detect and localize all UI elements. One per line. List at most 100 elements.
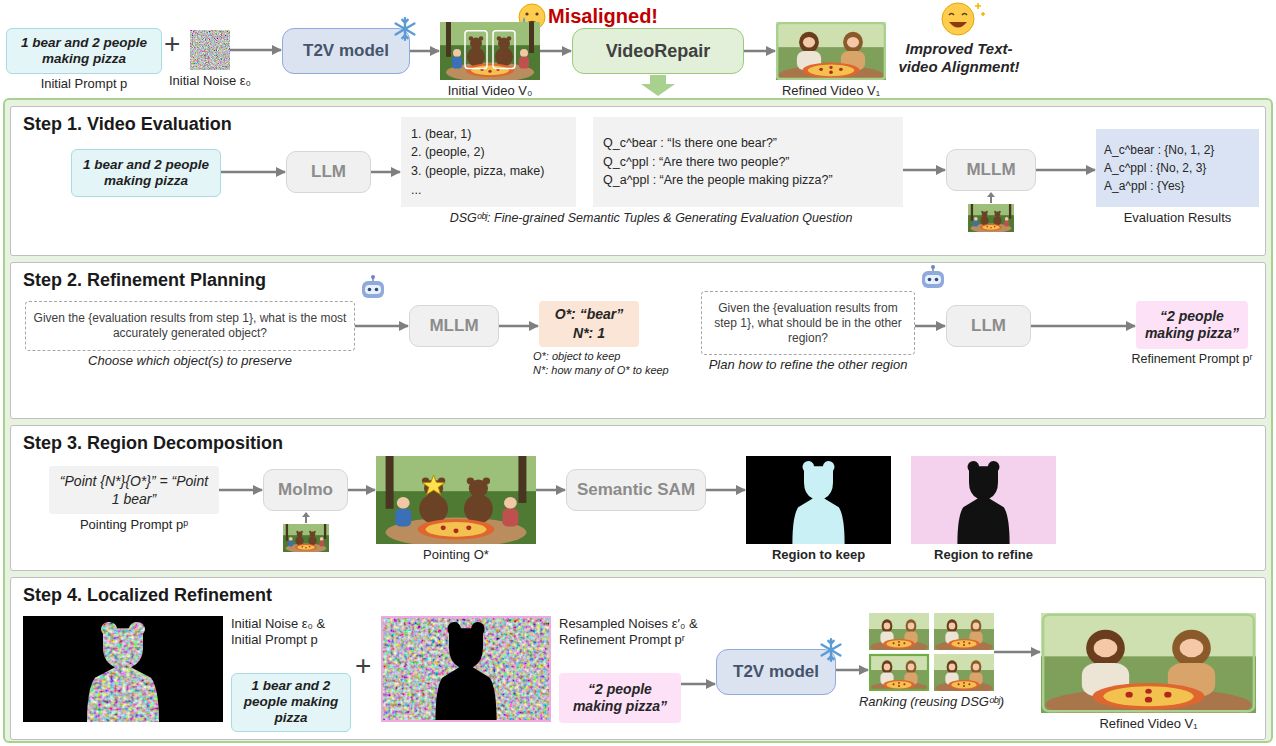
mask-image: Region to keep [746,456,891,544]
caption-group: Initial Noise ε₀ [145,73,275,89]
caption: Region to keep [701,547,936,563]
node-text: T2V model [303,41,389,61]
node-text: ... [411,181,566,200]
caption-group: Refinement Prompt pʳ [1091,352,1276,368]
arrow-connector [915,325,945,328]
model-box: MLLM [946,149,1036,191]
arrow-connector [230,49,281,52]
label-slot: DSGᵒᵇʲ: Fine-grained Semantic Tuples & G… [400,211,902,225]
caption: Plan how to refine the other region [657,357,959,373]
caption-group: Choose which object(s) to preserve [0,353,399,369]
node-text: VideoRepair [606,41,711,62]
step-panel: Step 1. Video Evaluation1 bear and 2 peo… [10,106,1266,256]
caption-group: Evaluation Results [1051,210,1276,226]
node-text: “Point {N*}{O*}” = “Point 1 bear” [56,472,212,508]
model-box: Molmo [263,469,348,511]
node-text: LLM [311,162,346,182]
node-text: Q_a^ppl : “Are the people making pizza?” [603,171,893,190]
answer-box: A_c^bear : {No, 1, 2}A_c^ppl : {No, 2, 3… [1096,129,1259,207]
model-box: T2V model [716,649,836,695]
node-text: Given the {evaluation results from step … [709,301,907,346]
video-frame: Refined Video V₁ [1041,613,1256,713]
robot-icon [358,274,388,302]
node-text: 1 bear and 2 people making pizza [239,678,343,727]
noise-image: Initial Noise ε₀ [190,30,230,70]
caption-group: Region to keep [701,547,936,563]
node-text: MLLM [966,160,1015,180]
node-text: “2 people making pizza” [566,681,674,716]
video-thumbnail [968,192,1014,232]
frozen-icon [392,16,418,42]
step-title: Step 3. Region Decomposition [23,433,1265,454]
caption: Pointing O* [331,547,581,563]
arrow-connector [355,325,408,328]
arrow-connector [540,50,571,53]
arrow-connector [836,669,868,672]
node-text: T2V model [733,662,819,682]
caption: Region to refine [866,547,1101,563]
frozen-icon [818,637,844,663]
arrow-connector [681,683,715,686]
caption: Refined Video V₁ [996,716,1276,732]
caption: Resampled Noises ε′₀ & Refinement Prompt… [559,616,699,649]
video-frame: Initial Video V₀ [440,22,540,80]
label-slot: Improved Text-video Alignment! [894,40,1024,76]
caption-group: Refined Video V₁ [996,716,1276,732]
arrow-connector [410,50,439,53]
arrow-connector [706,489,745,492]
caption-group: Plan how to refine the other region [657,357,959,373]
node-text: Molmo [278,480,333,500]
video-thumbnail [283,512,329,552]
caption-group: Refined Video V₁ [731,83,931,99]
mask-art [911,456,1056,544]
arrow-connector [499,325,538,328]
caption: Choose which object(s) to preserve [0,353,399,369]
arrow-connector [744,50,775,53]
model-box: LLM [946,305,1031,347]
prompt-box: “2 people making pizza”Refinement Prompt… [1136,301,1248,349]
step-panel: Step 3. Region Decomposition “Point {N*}{… [10,425,1266,571]
node-text: “2 people making pizza” [1143,308,1241,343]
video-still [1041,613,1256,713]
node-text: A_c^bear : {No, 1, 2} [1104,141,1251,159]
status-label: Improved Text-video Alignment! [894,40,1024,76]
plus-sign: + [164,28,180,60]
caption-group: Pointing O* [331,547,581,563]
step-title: Step 4. Localized Refinement [23,585,1265,606]
node-text: N*: 1 [573,324,605,343]
node-text: MLLM [429,316,478,336]
arrow-connector [903,169,945,172]
caption-note: DSGᵒᵇʲ: Fine-grained Semantic Tuples & G… [400,211,902,225]
label-slot: + [355,650,371,682]
keep-box: O*: “bear”N*: 1O*: object to keepN*: how… [539,301,639,347]
caption: Initial Noise ε₀ & Initial Prompt p [231,616,353,649]
query-box: Given the {evaluation results from step … [701,291,915,355]
step-title: Step 2. Refinement Planning [23,270,1265,291]
arrow-connector [536,489,565,492]
label-slot: Misaligned! [548,5,658,28]
model-box: Semantic SAM [566,469,706,511]
node-text: 1 bear and 2 people making pizza [14,35,154,67]
model-box: MLLM [409,305,499,347]
caption-group: Initial Video V₀ [395,83,585,99]
caption-group: Ranking (reusing DSGᵒᵇʲ) [824,694,1039,710]
prompt-box: “Point {N*}{O*}” = “Point 1 bear”Pointin… [49,466,219,514]
node-text: 1. (bear, 1) [411,125,566,144]
step-title: Step 1. Video Evaluation [23,114,1265,135]
arrow-connector [348,489,375,492]
caption: N*: how many of O* to keep [533,364,729,378]
step-panel: Step 2. Refinement PlanningGiven the {ev… [10,262,1266,419]
video-frame: Refined Video V₁ [776,22,886,80]
robot-icon [918,264,948,292]
caption-group: Pointing Prompt pᵖ [4,517,264,533]
node-text: LLM [971,316,1006,336]
node-text: 2. (people, 2) [411,143,566,162]
video-frame: Pointing O* [376,456,536,544]
prompt-box: 1 bear and 2 people making pizza [231,673,351,732]
node-text: O*: “bear” [555,305,623,324]
mask-image: Region to refine [911,456,1056,544]
node-text: Q_c^bear : “Is there one bear?” [603,134,893,153]
ranking-grid-art [869,613,994,691]
noise-art [381,616,551,722]
noise-art [23,616,223,722]
